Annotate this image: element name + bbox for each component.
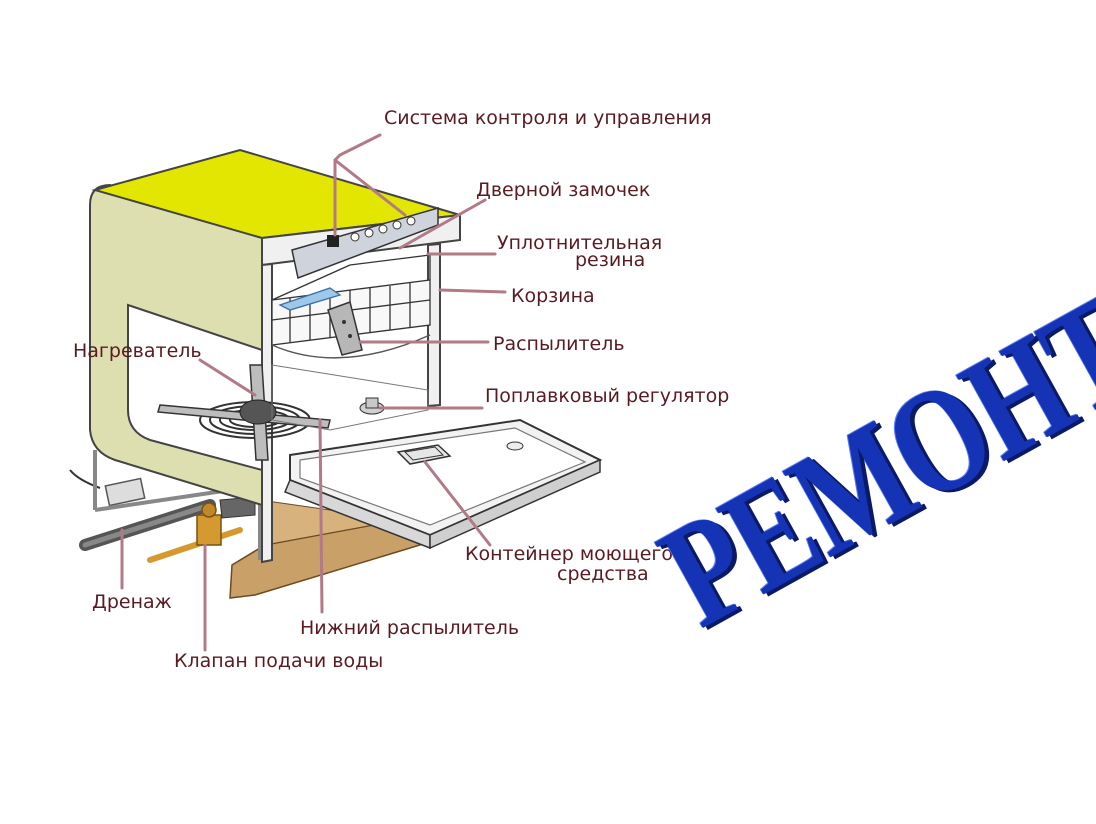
leader-lines: [120, 133, 507, 652]
label-sprayer: Распылитель: [493, 333, 625, 355]
label-water-valve: Клапан подачи воды: [174, 650, 384, 672]
water-valve-part: [147, 502, 243, 563]
detergent-container-part: [396, 441, 524, 465]
inner-floor: [271, 364, 429, 431]
side-opening: [127, 303, 263, 472]
drain-pipe: [69, 469, 216, 551]
label-seal-line2: резина: [575, 249, 646, 271]
label-door-lock: Дверной замочек: [476, 179, 651, 201]
upper-sprayer-part: [327, 301, 363, 356]
label-seal-line1: Уплотнительная: [497, 232, 663, 254]
label-control-system: Система контроля и управления: [384, 107, 712, 129]
control-panel: [291, 207, 439, 280]
label-drain: Дренаж: [92, 591, 172, 613]
label-detergent-line1: Контейнер моющего: [465, 543, 673, 565]
label-lower-sprayer: Нижний распылитель: [300, 617, 520, 639]
label-heater: Нагреватель: [73, 340, 202, 362]
label-detergent-line2: средства: [557, 563, 649, 585]
label-basket: Корзина: [511, 285, 595, 307]
float-regulator-part: [359, 397, 385, 415]
label-float-regulator: Поплавковый регулятор: [485, 385, 730, 407]
